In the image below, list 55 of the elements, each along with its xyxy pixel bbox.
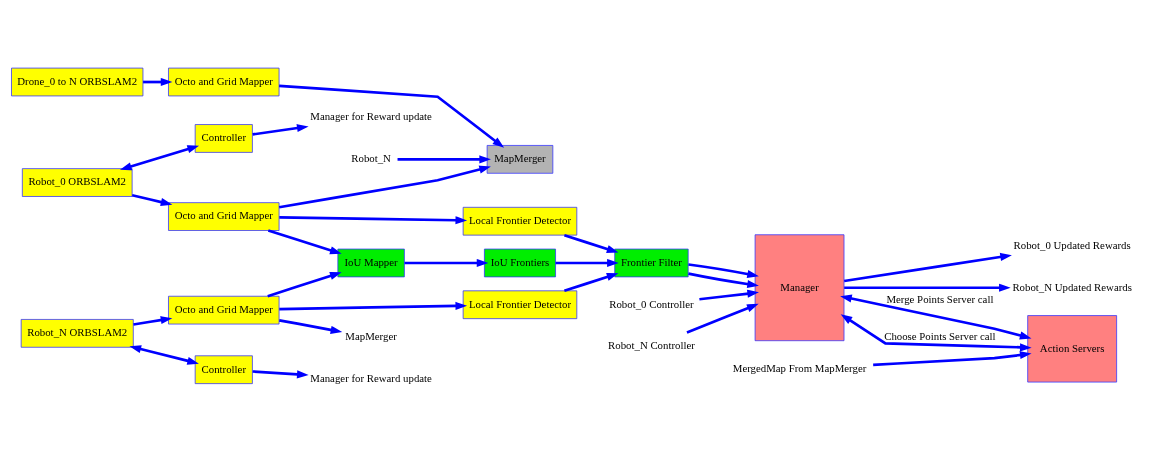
node-box: IoU Mapper <box>337 248 405 277</box>
arrow <box>563 272 619 292</box>
arrow <box>133 315 173 326</box>
arrow <box>252 369 309 378</box>
arrow <box>563 233 619 253</box>
arrow <box>844 283 1011 292</box>
arrow <box>129 344 199 365</box>
node-box: Action Servers <box>1027 314 1117 382</box>
node-text: Manager for Reward update <box>310 371 432 384</box>
arrow <box>688 271 759 288</box>
arrow <box>555 258 619 267</box>
arrow <box>119 144 200 170</box>
node-box: Robot_N ORBSLAM2 <box>20 318 134 348</box>
node-box: Controller <box>194 123 253 153</box>
node-box: Controller <box>194 354 253 384</box>
arrow <box>267 228 342 254</box>
arrow <box>688 262 759 278</box>
node-box: Manager <box>754 233 845 341</box>
node-text: Robot_0 Controller <box>609 297 694 310</box>
arrow <box>267 271 342 297</box>
node-box: Frontier Filter <box>614 248 689 277</box>
arrow <box>873 350 1032 366</box>
arrow <box>279 83 505 148</box>
arrow <box>279 301 468 310</box>
node-text: MapMerger <box>345 329 397 342</box>
node-text: Robot_N Controller <box>608 338 695 351</box>
arrow <box>131 193 173 206</box>
arrow <box>404 258 489 267</box>
arrow <box>840 313 1032 351</box>
node-box: Drone_0 to N ORBSLAM2 <box>11 67 144 96</box>
arrow <box>143 77 173 86</box>
node-box: Local Frontier Detector <box>462 289 578 319</box>
edge-label: Merge Points Server call <box>886 292 994 305</box>
node-text: Robot_0 Updated Rewards <box>1013 238 1131 251</box>
arrow <box>686 303 759 334</box>
node-text: Robot_N <box>351 151 391 164</box>
arrow <box>278 165 491 209</box>
node-box: MapMerger <box>486 144 554 174</box>
node-box: Octo and Grid Mapper <box>168 201 280 231</box>
arrow <box>252 123 309 136</box>
node-box: Octo and Grid Mapper <box>168 295 280 324</box>
node-box: IoU Frontiers <box>484 248 556 277</box>
arrow <box>699 289 759 301</box>
arrow <box>279 318 343 334</box>
arrow <box>397 154 491 163</box>
node-box: Local Frontier Detector <box>462 206 578 236</box>
node-box: Octo and Grid Mapper <box>168 67 280 96</box>
node-box: Robot_0 ORBSLAM2 <box>21 167 133 197</box>
arrow <box>840 294 1032 339</box>
node-text: Robot_N Updated Rewards <box>1012 280 1132 293</box>
edge-label: Choose Points Server call <box>884 329 996 342</box>
node-text: Manager for Reward update <box>310 109 432 122</box>
node-text: MergedMap From MapMerger <box>732 361 867 374</box>
arrow <box>279 215 468 224</box>
arrow <box>843 252 1012 282</box>
